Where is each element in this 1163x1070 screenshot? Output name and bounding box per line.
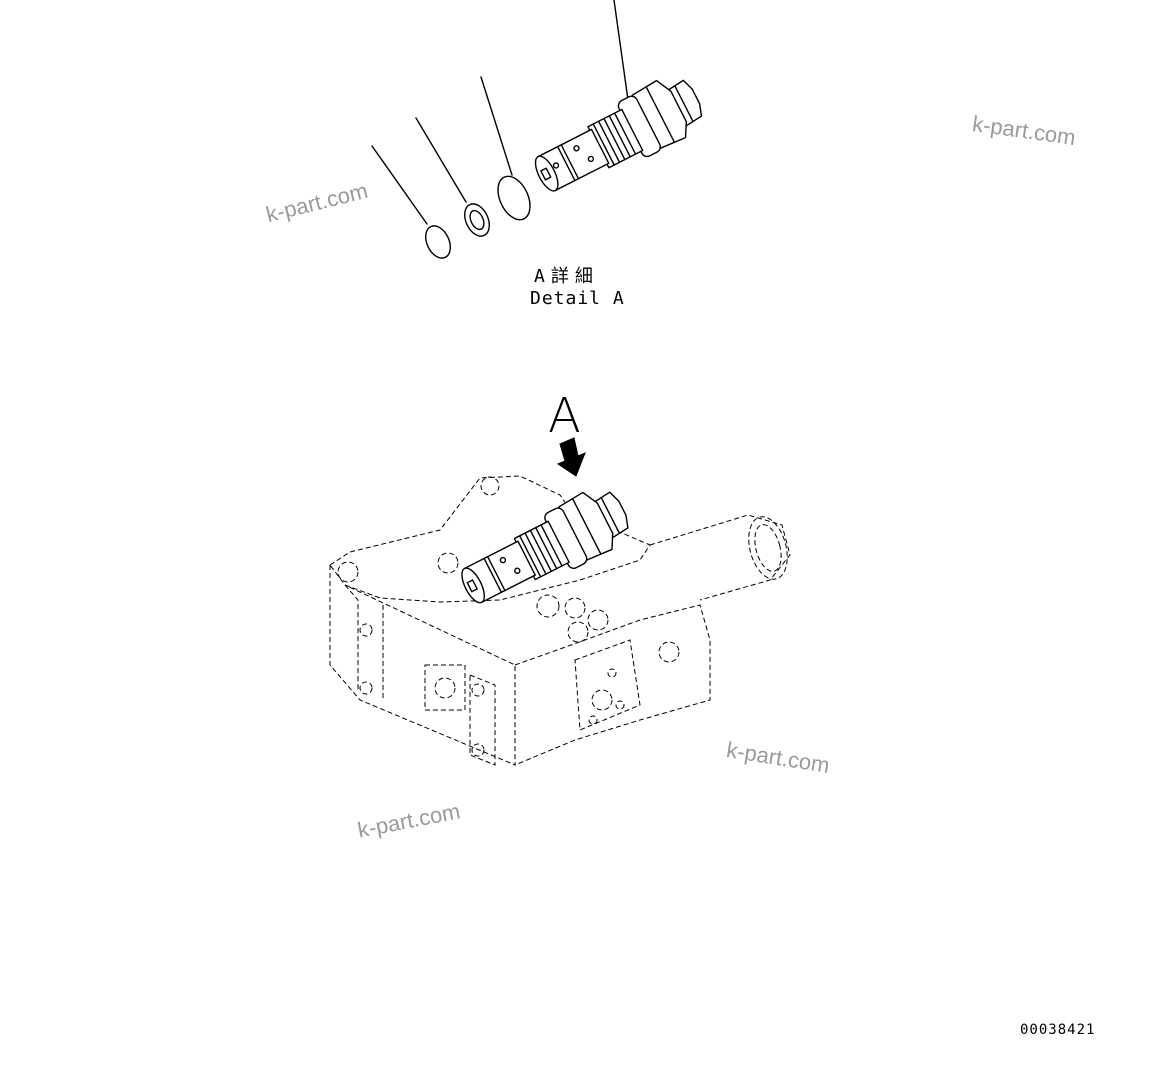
view-marker-label: A	[548, 388, 581, 444]
o-ring-icon	[497, 175, 531, 221]
backup-ring-icon	[464, 203, 490, 237]
valve-cartridge-icon	[534, 79, 703, 192]
detail-title-jp: A詳細	[534, 266, 599, 287]
valve-cartridge-icon	[461, 491, 629, 604]
arrow-down-icon	[556, 437, 586, 477]
drawing-number: 00038421	[1020, 1022, 1096, 1038]
detail-title-en: Detail A	[530, 288, 625, 309]
valve-block-phantom-icon	[329, 475, 791, 766]
leader-lines	[371, 0, 629, 225]
o-ring-icon	[425, 225, 451, 259]
